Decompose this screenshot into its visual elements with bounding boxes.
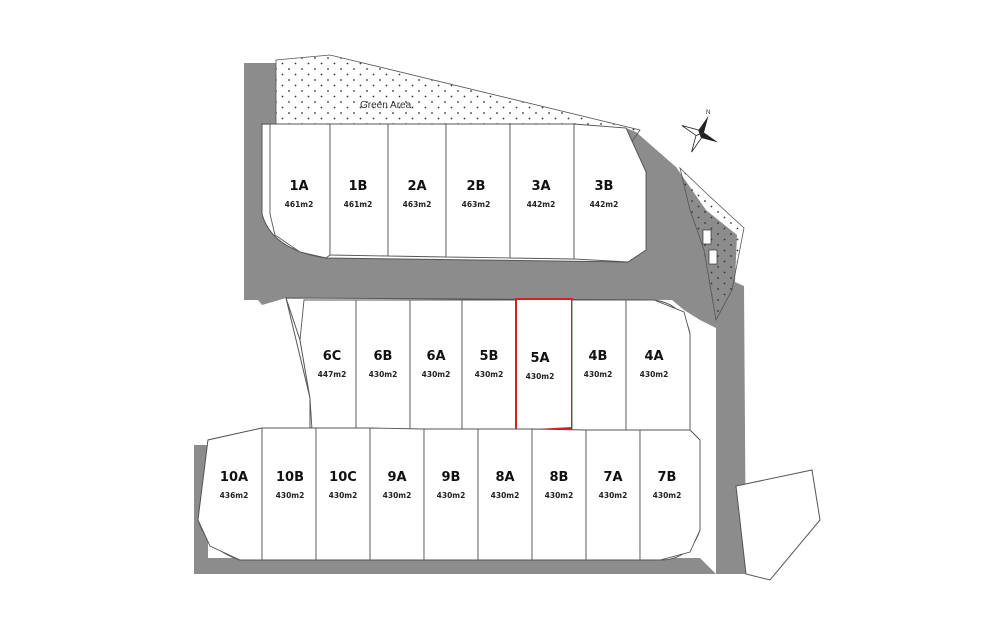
plot-area-label: 430m2 bbox=[437, 491, 466, 500]
plot-area-label: 430m2 bbox=[422, 370, 451, 379]
plot-label: 6B bbox=[374, 349, 393, 364]
plot-area-label: 430m2 bbox=[653, 491, 682, 500]
plot-4b[interactable]: 4B 430m2 bbox=[571, 299, 627, 431]
plot-label: 8A bbox=[495, 470, 514, 485]
plot-label: 1B bbox=[349, 179, 368, 194]
plot-8b[interactable]: 8B 430m2 bbox=[531, 428, 587, 561]
parking-space bbox=[708, 249, 718, 265]
plot-8a[interactable]: 8A 430m2 bbox=[477, 428, 533, 561]
plot-2b[interactable]: 2B 463m2 bbox=[445, 123, 511, 259]
plot-area-label: 436m2 bbox=[220, 491, 249, 500]
parking-spaces bbox=[702, 229, 718, 265]
plot-area-label: 430m2 bbox=[383, 491, 412, 500]
plot-label: 10A bbox=[220, 470, 248, 485]
plot-9a[interactable]: 9A 430m2 bbox=[369, 427, 425, 561]
plot-1a[interactable]: 1A 461m2 bbox=[269, 123, 331, 259]
plot-label: 7B bbox=[658, 470, 677, 485]
plot-label: 7A bbox=[603, 470, 622, 485]
plot-boundary[interactable] bbox=[355, 299, 411, 431]
plot-label: 3A bbox=[531, 179, 550, 194]
plot-label: 10B bbox=[276, 470, 304, 485]
plot-9b[interactable]: 9B 430m2 bbox=[423, 428, 479, 561]
plot-area-label: 461m2 bbox=[344, 200, 373, 209]
plot-area-label: 430m2 bbox=[584, 370, 613, 379]
compass-needle bbox=[691, 133, 702, 153]
plot-label: 8B bbox=[550, 470, 569, 485]
plot-label: 5A bbox=[530, 351, 549, 366]
plot-label: 9B bbox=[442, 470, 461, 485]
plot-10c[interactable]: 10C 430m2 bbox=[315, 427, 371, 561]
plot-area-label: 430m2 bbox=[526, 372, 555, 381]
plot-3b[interactable]: 3B 442m2 bbox=[573, 123, 647, 263]
plot-label: 6C bbox=[323, 349, 342, 364]
plots-layer: 1A 461m2 1B 461m2 2A 463m2 2B 463m2 3A 442m2 3B 442… bbox=[197, 123, 701, 561]
plot-3a[interactable]: 3A 442m2 bbox=[509, 123, 575, 260]
plot-label: 4B bbox=[589, 349, 608, 364]
plot-label: 6A bbox=[426, 349, 445, 364]
plot-boundary[interactable] bbox=[639, 429, 701, 561]
green-area-east bbox=[679, 166, 745, 322]
compass-needle bbox=[698, 115, 709, 134]
plot-boundary[interactable] bbox=[299, 299, 357, 431]
plot-7a[interactable]: 7A 430m2 bbox=[585, 429, 641, 561]
plot-area-label: 430m2 bbox=[599, 491, 628, 500]
plot-boundary[interactable] bbox=[571, 299, 627, 431]
plot-boundary[interactable] bbox=[573, 123, 647, 263]
plot-area-label: 430m2 bbox=[369, 370, 398, 379]
plot-label: 3B bbox=[595, 179, 614, 194]
parking-space bbox=[702, 229, 712, 245]
plot-label: 5B bbox=[480, 349, 499, 364]
plot-label: 2A bbox=[407, 179, 426, 194]
plot-area-label: 463m2 bbox=[403, 200, 432, 209]
plot-area-label: 430m2 bbox=[545, 491, 574, 500]
plot-5a[interactable]: 5A 430m2 bbox=[515, 298, 573, 433]
plot-2a[interactable]: 2A 463m2 bbox=[387, 123, 447, 258]
plot-area-label: 430m2 bbox=[276, 491, 305, 500]
plot-boundary[interactable] bbox=[461, 299, 517, 431]
plot-10a[interactable]: 10A 436m2 bbox=[197, 427, 263, 561]
plot-4a[interactable]: 4A 430m2 bbox=[625, 299, 691, 431]
plot-label: 10C bbox=[329, 470, 357, 485]
plot-area-label: 461m2 bbox=[285, 200, 314, 209]
plot-area-label: 430m2 bbox=[329, 491, 358, 500]
plot-area-label: 430m2 bbox=[640, 370, 669, 379]
compass-north-label: N bbox=[706, 110, 710, 116]
compass-needle bbox=[700, 132, 719, 143]
plot-label: 1A bbox=[289, 179, 308, 194]
plot-label: 2B bbox=[467, 179, 486, 194]
plot-6b[interactable]: 6B 430m2 bbox=[355, 299, 411, 431]
compass-icon: N bbox=[681, 110, 719, 153]
plot-6a[interactable]: 6A 430m2 bbox=[409, 299, 463, 431]
plot-5b[interactable]: 5B 430m2 bbox=[461, 299, 517, 431]
plot-boundary[interactable] bbox=[625, 299, 691, 431]
plot-area-label: 442m2 bbox=[590, 200, 619, 209]
plot-1b[interactable]: 1B 461m2 bbox=[329, 123, 389, 257]
plot-10b[interactable]: 10B 430m2 bbox=[261, 427, 317, 561]
plot-6c[interactable]: 6C 447m2 bbox=[299, 299, 357, 431]
plot-label: 9A bbox=[387, 470, 406, 485]
plot-label: 4A bbox=[644, 349, 663, 364]
plot-area-label: 430m2 bbox=[491, 491, 520, 500]
plot-area-label: 447m2 bbox=[318, 370, 347, 379]
green-area-label: Green Area bbox=[360, 100, 412, 111]
plot-area-label: 463m2 bbox=[462, 200, 491, 209]
road-bottom-strip bbox=[194, 558, 716, 574]
east-parcel bbox=[735, 469, 821, 581]
plot-area-label: 430m2 bbox=[475, 370, 504, 379]
plot-7b[interactable]: 7B 430m2 bbox=[639, 429, 701, 561]
compass-needle bbox=[681, 125, 701, 136]
plot-boundary[interactable] bbox=[409, 299, 463, 431]
plot-area-label: 442m2 bbox=[527, 200, 556, 209]
